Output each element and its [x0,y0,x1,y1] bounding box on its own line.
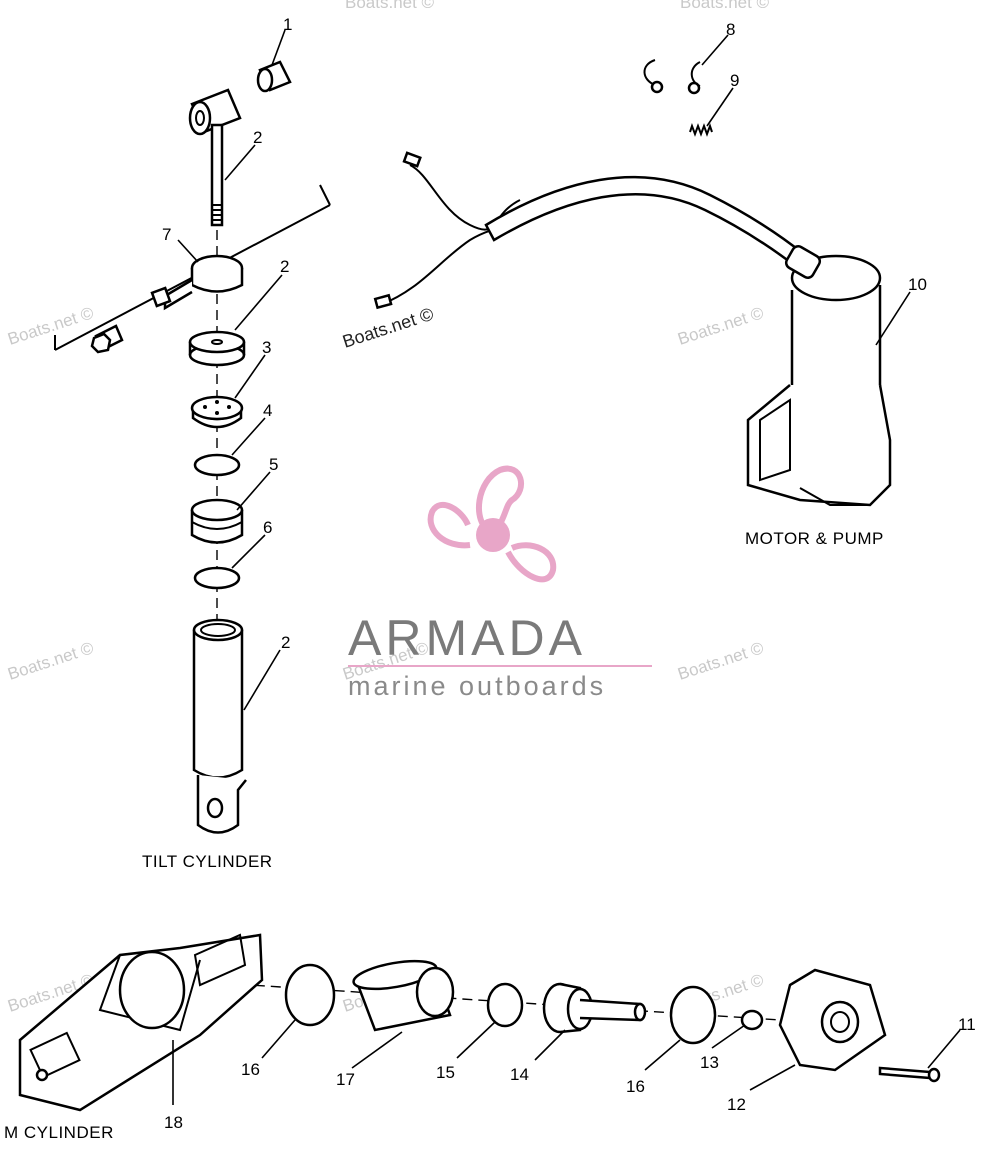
watermark: Boats.net © [5,638,96,684]
callout-number: 7 [162,225,171,244]
brand-logo: ARMADA marine outboards [348,465,652,701]
callout-number: 5 [269,455,278,474]
wire-terminal [402,151,422,168]
o-ring-part-6 [193,566,241,590]
o-ring-part-15 [486,982,524,1028]
callout-number: 6 [263,518,272,537]
brand-tagline: marine outboards [348,671,606,701]
spring-part-9 [689,123,713,137]
cylinder-body-part-2 [192,618,247,834]
callout-number: 14 [510,1065,529,1084]
pump-port [799,487,870,506]
motor-grommet [784,245,822,279]
watermark: Boats.net © [340,304,436,352]
callout-number: 12 [727,1095,746,1114]
wire-lead [379,221,506,306]
cable-sheath [484,175,807,270]
callout-number: 16 [241,1060,260,1079]
watermark: Boats.net © [345,0,435,12]
bolt-part-11 [878,1066,941,1083]
callout-number: 4 [263,401,272,420]
clip-part-8 [643,59,701,95]
piston-rod-part-14 [542,982,647,1034]
pump-base [746,384,892,507]
watermarks: Boats.net © Boats.net © Boats.net © Boat… [5,0,769,1016]
callout-number: 13 [700,1053,719,1072]
o-ring-part-16 [669,985,717,1045]
tilt-cylinder-assembly [54,60,331,834]
callout-number: 16 [626,1077,645,1096]
watermark: Boats.net © [680,0,770,12]
piston-part-5 [190,498,244,544]
seal-disc-part-2 [188,330,246,367]
callout-number: 1 [283,15,292,34]
watermark: Boats.net © [675,303,766,349]
wire-terminal [373,293,393,310]
callout-number: 2 [281,633,290,652]
callout-number: 8 [726,20,735,39]
callout-number: 2 [253,128,262,147]
motor-pump-assembly [373,59,892,507]
callout-number: 2 [280,257,289,276]
trim-cylinder-assembly [18,933,941,1112]
trim-housing-part-18 [18,933,264,1112]
pump-mount-face [759,398,791,482]
callout-number: 3 [262,338,271,357]
o-ring-part-16 [284,963,336,1027]
callout-leaders [172,29,961,1105]
callout-number: 18 [164,1113,183,1132]
callout-number: 11 [958,1015,976,1034]
callout-numbers: 1 2 7 2 3 4 5 6 2 8 9 10 11 12 13 14 15 … [162,15,976,1132]
clamp-part-7 [90,254,244,354]
callout-number: 17 [336,1070,355,1089]
watermark: Boats.net © [5,303,96,349]
propeller-logo-icon [427,465,557,583]
trim-cylinder-label: M CYLINDER [4,1123,114,1142]
watermark: Boats.net © [675,638,766,684]
callout-number: 10 [908,275,927,294]
callout-number: 9 [730,71,739,90]
ball-part-13 [740,1009,764,1031]
brand-name: ARMADA [348,610,586,666]
motor-pump-label: MOTOR & PUMP [745,529,884,548]
piston-rod-part-2 [210,123,224,227]
o-ring-part-4 [193,453,241,477]
tilt-cylinder-label: TILT CYLINDER [142,852,273,871]
end-cover-part-12 [778,968,887,1072]
end-cap-part-3 [190,395,244,429]
bushing-part-1 [188,60,292,136]
sleeve-part-17 [352,959,455,1032]
callout-number: 15 [436,1063,455,1082]
